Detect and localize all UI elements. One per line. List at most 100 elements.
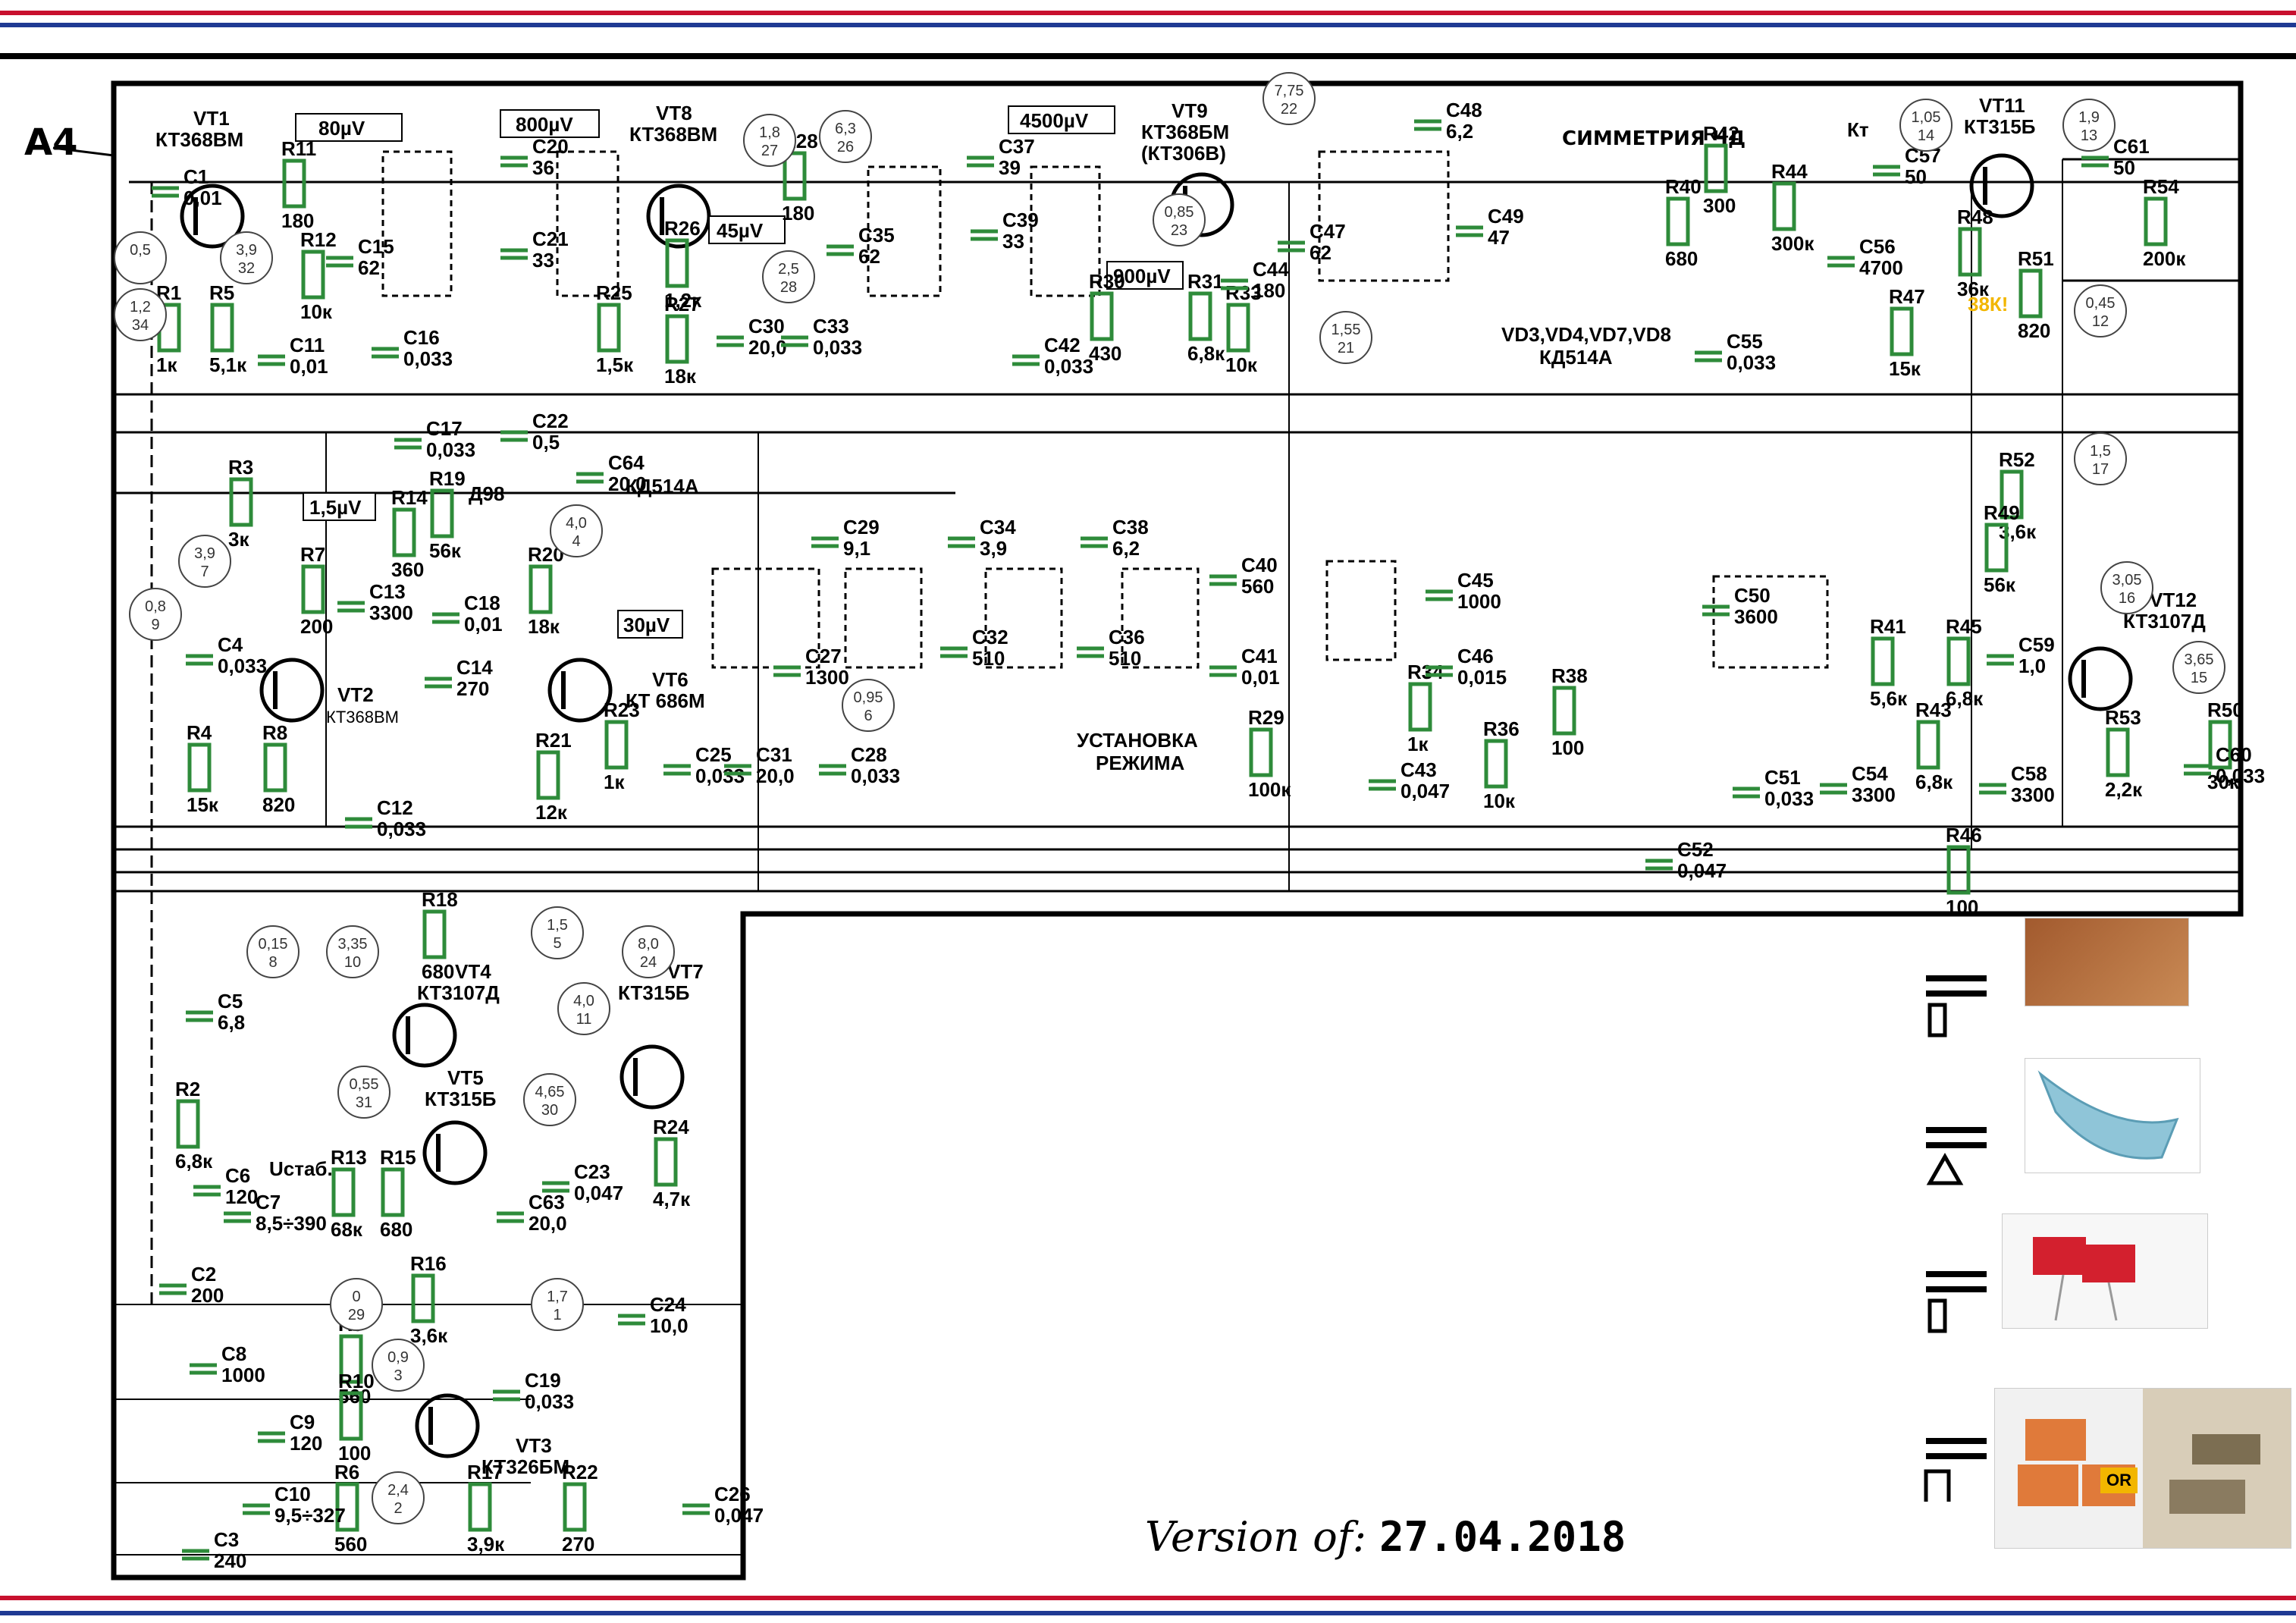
capacitor-value: 62 [358,256,380,279]
legend-symbol-4 [1924,1438,1987,1502]
resistor-value: 4,7к [653,1188,691,1210]
capacitor-value: 0,047 [1677,859,1727,882]
resistor-value: 15к [1889,357,1921,380]
capacitor-value: 510 [1109,647,1141,670]
test-point: 8,024 [622,925,675,978]
capacitor-id: C36 [1109,626,1145,648]
level-box-800 [500,109,600,138]
resistor-body [1249,727,1273,777]
level-box-30 [617,610,683,639]
ustanovka-label: УСТАНОВКА [1077,729,1198,752]
resistor-value: 1к [604,771,625,793]
test-point-number: 32 [238,260,255,277]
resistor-body [1946,845,1971,895]
test-point-voltage: 1,9 [2078,109,2100,126]
capacitor-id: C18 [464,592,500,614]
capacitor-value: 6,2 [1446,120,1473,143]
capacitor-id: C64 [608,451,645,474]
capacitor-id: C60 [2216,743,2252,766]
resistor-value: 180 [281,209,314,232]
capacitor-value: 1000 [221,1364,265,1386]
test-point: 0,158 [246,925,300,978]
test-point: 029 [330,1278,383,1331]
capacitor-value: 47 [1488,226,1510,249]
test-point-number: 2 [394,1500,402,1517]
test-point-circle [246,925,300,978]
resistor-value: 430 [1089,342,1121,365]
capacitor-id: C25 [695,743,732,766]
resistor-body [1946,636,1971,686]
resistor-id: R24 [653,1116,689,1138]
capacitor-value: 120 [225,1185,258,1208]
diodes-type-label: КД514А [1539,346,1613,369]
vt9-label: VT9 [1172,99,1208,122]
capacitor-id: C21 [532,228,569,250]
resistor-body [301,250,325,300]
test-point-number: 5 [553,935,561,952]
test-point-number: 12 [2092,313,2109,330]
capacitor-value: 0,033 [1044,355,1093,378]
test-point-circle [372,1471,425,1524]
capacitor-id: C23 [574,1160,610,1183]
capacitor-value: 0,01 [1241,666,1280,689]
capacitor-id: C7 [256,1191,281,1213]
level-box-1-5 [303,492,376,521]
capacitor-id: C54 [1852,762,1888,785]
resistor-body [597,303,621,353]
resistor-value: 1,5к [596,353,634,376]
resistor-r9: R9560 [338,1313,371,1408]
test-point-voltage: 0,45 [2086,295,2116,312]
vt12-symbol [2068,646,2133,711]
test-point-number: 7 [200,563,209,580]
capacitor-id: C39 [1002,209,1039,231]
test-point-circle [2074,284,2127,337]
test-point-voltage: 1,7 [547,1289,568,1305]
vt8-type: КТ368ВМ [629,123,717,146]
resistor-value: 56к [429,539,462,562]
resistor-body [468,1482,492,1532]
resistor-value: 3,9к [467,1533,505,1556]
resistor-body [1090,291,1114,341]
legend-photo-blue-capacitor [2025,1058,2200,1173]
capacitor-c5: C56,8 [186,990,245,1034]
version-date: 27.04.2018 [1379,1513,1626,1561]
test-point-voltage: 2,4 [387,1482,409,1499]
capacitor-value: 0,047 [574,1182,623,1204]
test-point-circle [1899,99,1953,152]
capacitor-value: 560 [1241,575,1274,598]
test-point-voltage: 3,9 [236,242,257,259]
capacitor-id: C28 [851,743,887,766]
capacitor-value: 270 [456,677,489,700]
capacitor-value: 3300 [369,601,413,624]
capacitor-value: 20,0 [748,336,787,359]
resistor-id: R48 [1957,206,1993,228]
capacitor-value: 0,033 [1764,787,1814,810]
resistor-value: 560 [338,1385,371,1408]
resistor-body [2000,469,2024,520]
capacitor-value: 20,0 [608,472,647,495]
capacitor-id: C14 [456,656,493,679]
capacitor-value: 3,9 [980,537,1007,560]
capacitor-value: 120 [290,1432,322,1455]
test-point-number: 11 [576,1011,592,1028]
capacitor-value: 240 [214,1549,246,1572]
capacitor-id: C1 [183,165,209,188]
capacitor-value: 0,5 [532,431,560,454]
resistor-id: R41 [1870,615,1906,638]
capacitor-value: 0,01 [183,187,222,209]
